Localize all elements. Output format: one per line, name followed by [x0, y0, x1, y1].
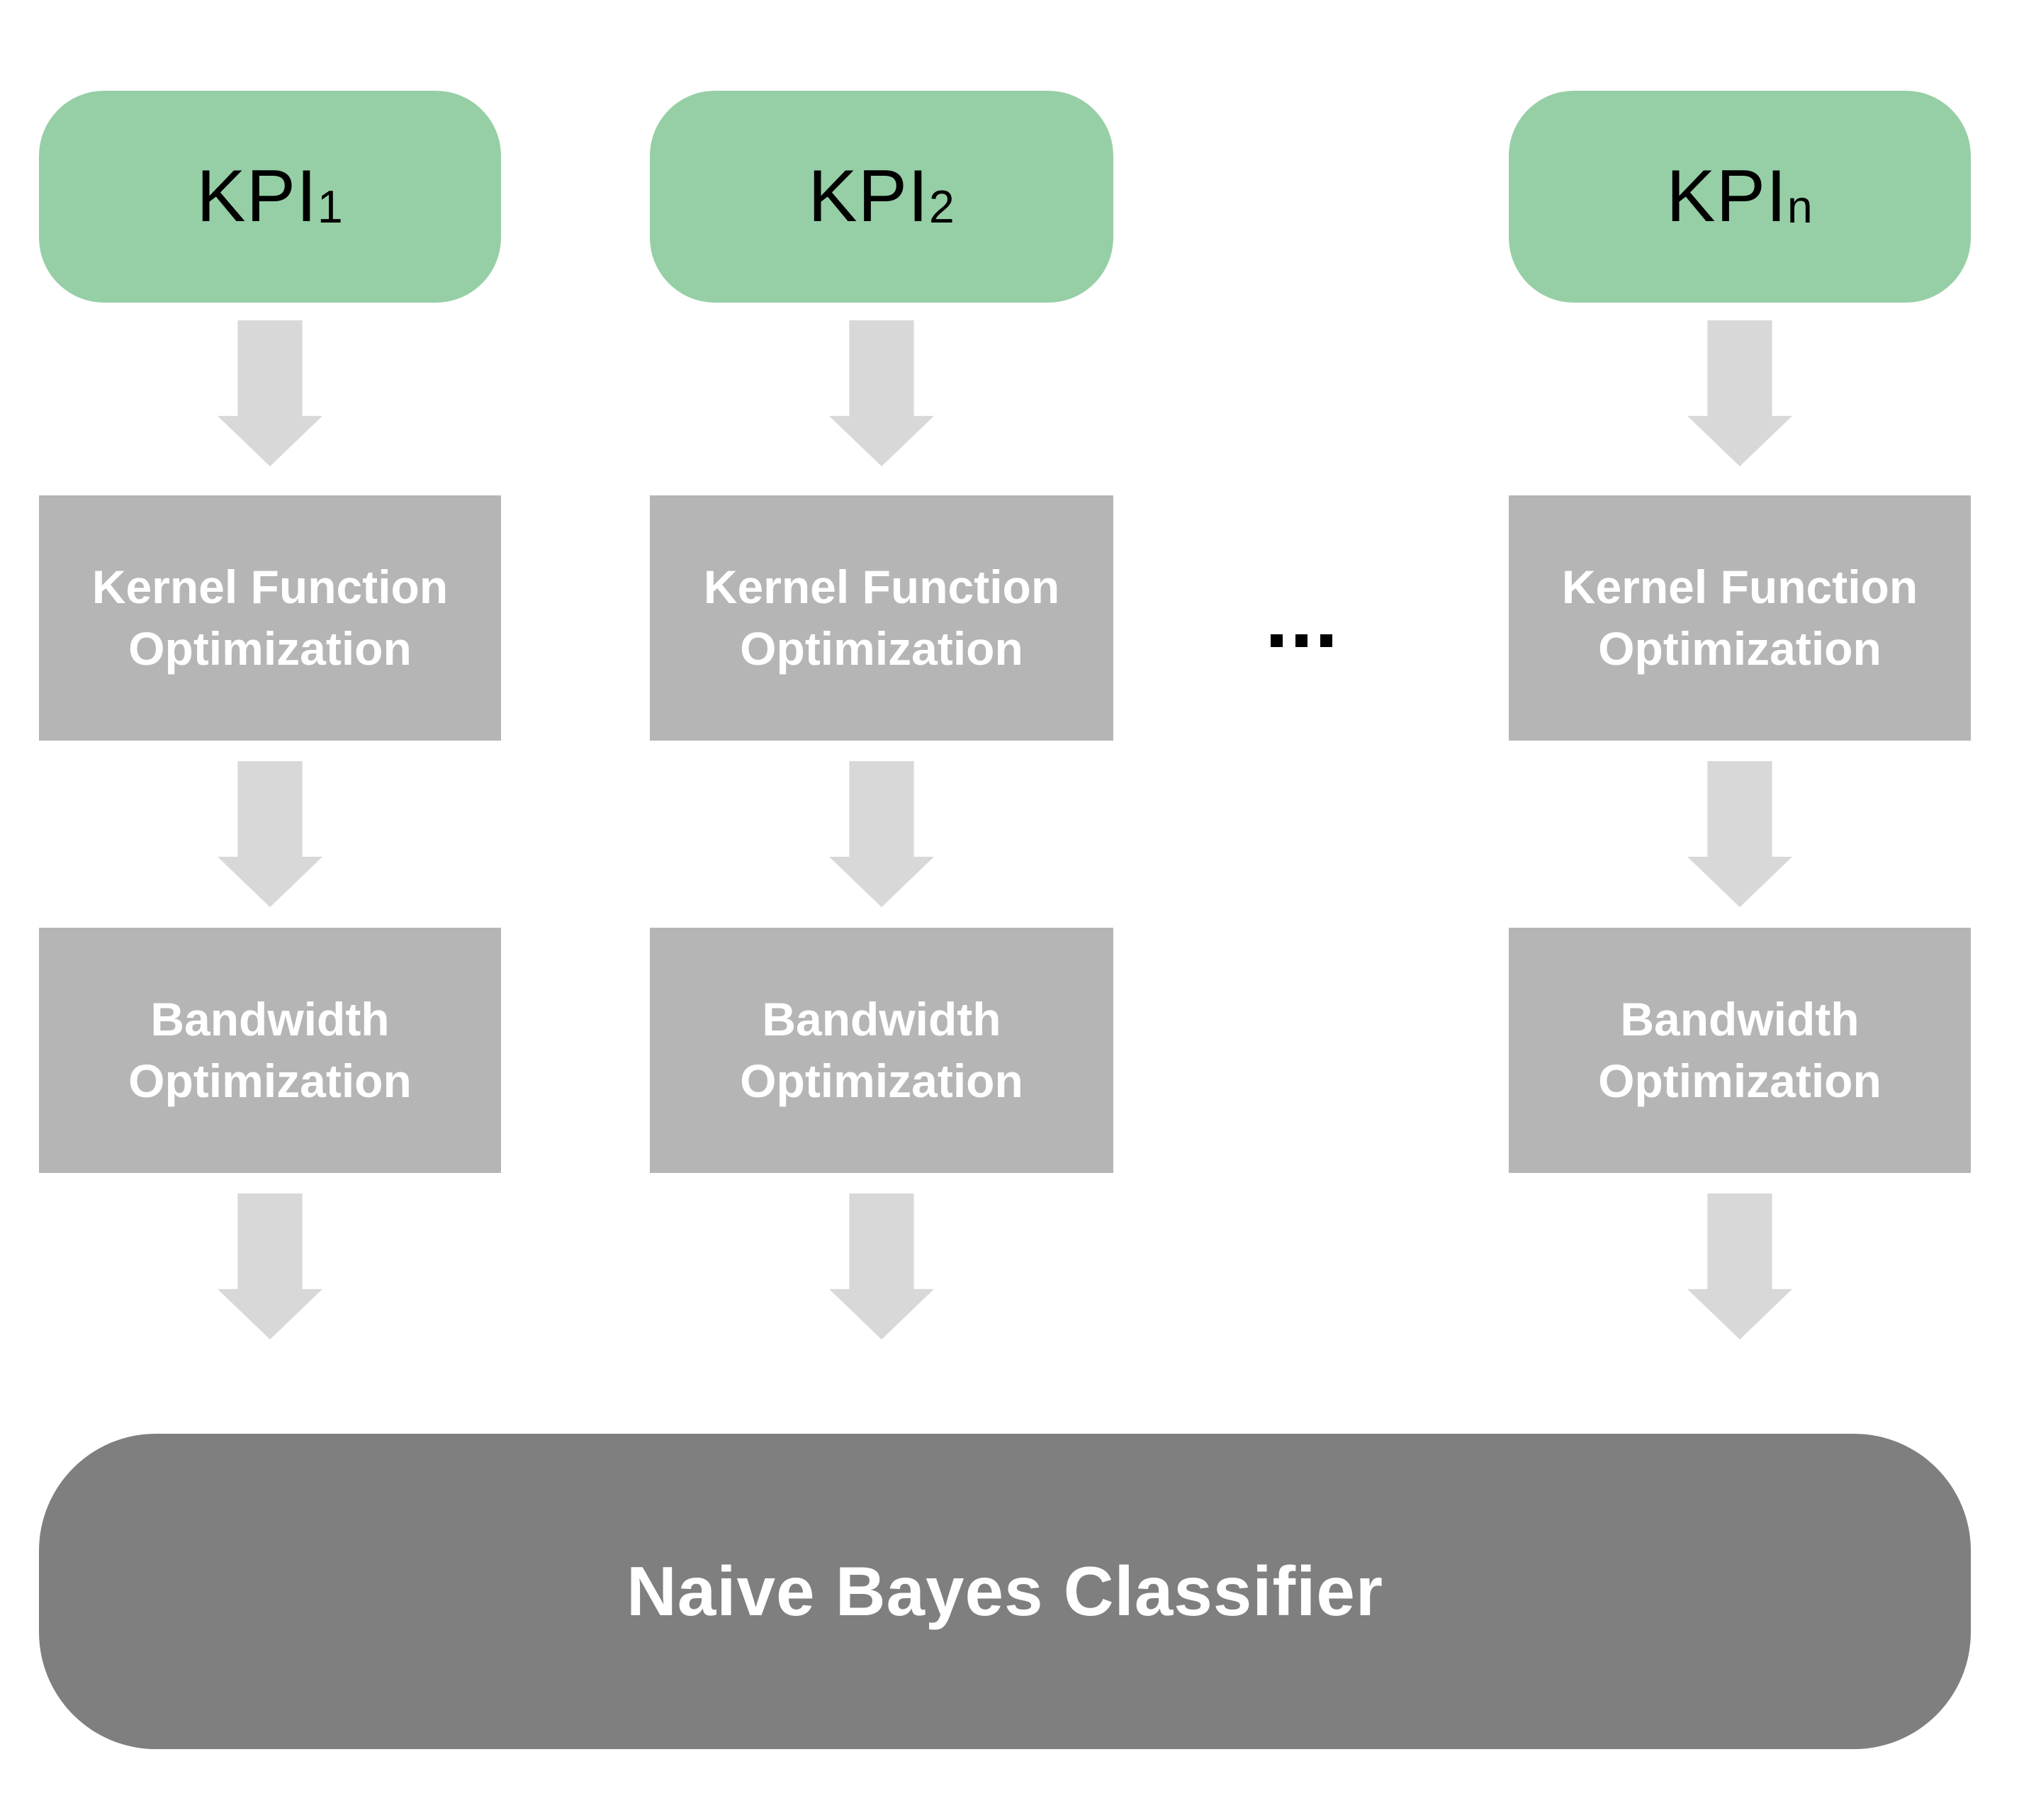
bandwidth-label-line2: Optimization: [1598, 1055, 1882, 1107]
bandwidth-optimization-node-2: Bandwidth Optimization: [650, 928, 1113, 1173]
naive-bayes-classifier-label: Naive Bayes Classifier: [626, 1552, 1383, 1630]
down-arrow-icon: [218, 320, 322, 466]
ellipsis: [1271, 634, 1332, 647]
kernel-function-optimization-node-n: Kernel Function Optimization: [1509, 495, 1971, 741]
down-arrow-icon: [218, 1193, 322, 1339]
ellipsis-dot: [1295, 634, 1307, 647]
down-arrow-icon: [829, 761, 934, 907]
kpi-2-label: KPI: [808, 155, 929, 237]
down-arrow-icon: [218, 761, 322, 907]
down-arrow-icon: [1687, 761, 1792, 907]
bandwidth-label-line2: Optimization: [128, 1055, 412, 1107]
bandwidth-optimization-node-n: Bandwidth Optimization: [1509, 928, 1971, 1173]
ellipsis-dot: [1271, 634, 1283, 647]
kpi-n-subscript: n: [1787, 181, 1813, 232]
down-arrow-icon: [829, 1193, 934, 1339]
kpi-1-subscript: 1: [317, 181, 344, 232]
kpi-1-label: KPI: [196, 155, 317, 237]
kernel-label-line2: Optimization: [740, 622, 1023, 675]
bandwidth-label-line2: Optimization: [740, 1055, 1023, 1107]
down-arrow-icon: [1687, 1193, 1792, 1339]
kernel-function-optimization-node-1: Kernel Function Optimization: [39, 495, 501, 741]
bandwidth-label-line1: Bandwidth: [1620, 992, 1860, 1045]
naive-bayes-classifier-node: Naive Bayes Classifier: [39, 1434, 1971, 1749]
kernel-function-optimization-node-2: Kernel Function Optimization: [650, 495, 1113, 741]
kernel-label-line1: Kernel Function: [91, 560, 449, 613]
kernel-label-line2: Optimization: [128, 622, 412, 675]
kernel-label-line1: Kernel Function: [703, 560, 1060, 613]
down-arrow-icon: [1687, 320, 1792, 466]
bandwidth-label-line1: Bandwidth: [150, 992, 390, 1045]
bandwidth-optimization-node-1: Bandwidth Optimization: [39, 928, 501, 1173]
down-arrow-icon: [829, 320, 934, 466]
kpi-2-subscript: 2: [928, 181, 955, 232]
kernel-label-line2: Optimization: [1598, 622, 1882, 675]
kpi-n-label: KPI: [1666, 155, 1787, 237]
ellipsis-dot: [1320, 634, 1332, 647]
bandwidth-label-line1: Bandwidth: [762, 992, 1001, 1045]
kernel-label-line1: Kernel Function: [1561, 560, 1918, 613]
